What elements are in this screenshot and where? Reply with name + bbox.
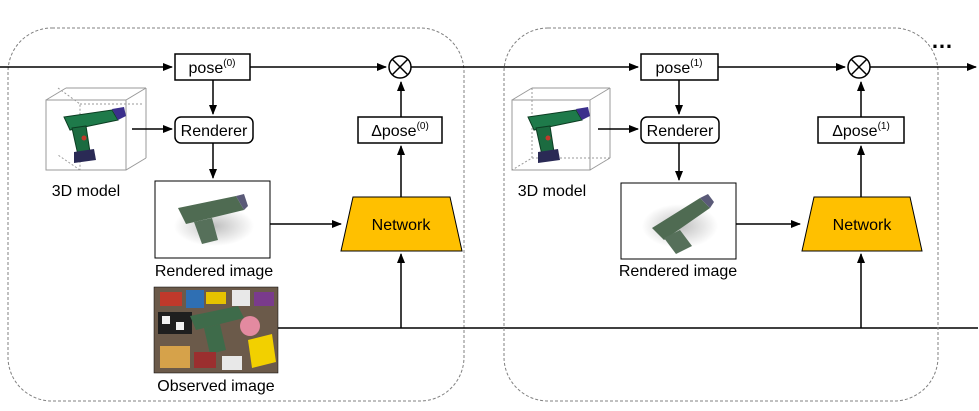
svg-text:Δpose(1): Δpose(1)	[832, 121, 890, 140]
stage-0-3d-model	[45, 87, 147, 171]
stage-1-network-box: Network	[801, 196, 923, 252]
stage-0-delta-pose-box: Δpose(0)	[357, 116, 443, 144]
stage-0-rendered-image	[154, 180, 271, 259]
svg-text:pose(1): pose(1)	[656, 58, 703, 77]
observed-image	[153, 286, 279, 374]
stage-1-border	[503, 27, 939, 402]
stage-1-delta-index: (1)	[878, 121, 890, 132]
stage-1-renderer-box: Renderer	[640, 116, 720, 144]
stage-1-network-label: Network	[833, 217, 893, 234]
stage-1-pose-index: (1)	[690, 58, 702, 69]
stage-0-pose-index: (0)	[223, 58, 235, 69]
circled-times-icon	[388, 55, 412, 79]
stage-1-pose-box: pose(1)	[640, 53, 719, 81]
observed-caption: Observed image	[157, 378, 274, 395]
stage-0-network-box: Network	[340, 196, 463, 252]
stage-0-border	[7, 27, 465, 402]
stage-0-rendered-caption: Rendered image	[155, 263, 273, 280]
stage-1-3d-model	[511, 87, 611, 171]
stage-0-renderer-label: Renderer	[181, 123, 248, 140]
stage-1-pose-label: pose	[656, 60, 691, 77]
stage-0-drill-icon	[63, 107, 126, 163]
stage-0-renderer-box: Renderer	[174, 116, 254, 144]
stage-1-rendered-image	[620, 182, 737, 260]
stage-0-model-caption: 3D model	[52, 183, 120, 200]
stage-1-delta-pose-box: Δpose(1)	[817, 116, 905, 144]
stage-0-network-label: Network	[372, 217, 432, 234]
svg-text:Δpose(0): Δpose(0)	[371, 121, 429, 140]
stage-0-pose-box: pose(0)	[174, 53, 251, 81]
stage-1-rendered-caption: Rendered image	[619, 263, 737, 280]
stage-0-pose-label: pose	[189, 60, 224, 77]
stage-0-delta-index: (0)	[417, 121, 429, 132]
stage-1-model-caption: 3D model	[518, 183, 586, 200]
stage-1-delta-label: Δpose	[832, 123, 877, 140]
stage-1-drill-icon	[527, 107, 590, 163]
circled-times-icon	[847, 55, 871, 79]
svg-text:pose(0): pose(0)	[189, 58, 236, 77]
stage-0-delta-label: Δpose	[371, 123, 416, 140]
stage-1-renderer-label: Renderer	[647, 123, 714, 140]
continuation-ellipsis: …	[931, 28, 953, 53]
